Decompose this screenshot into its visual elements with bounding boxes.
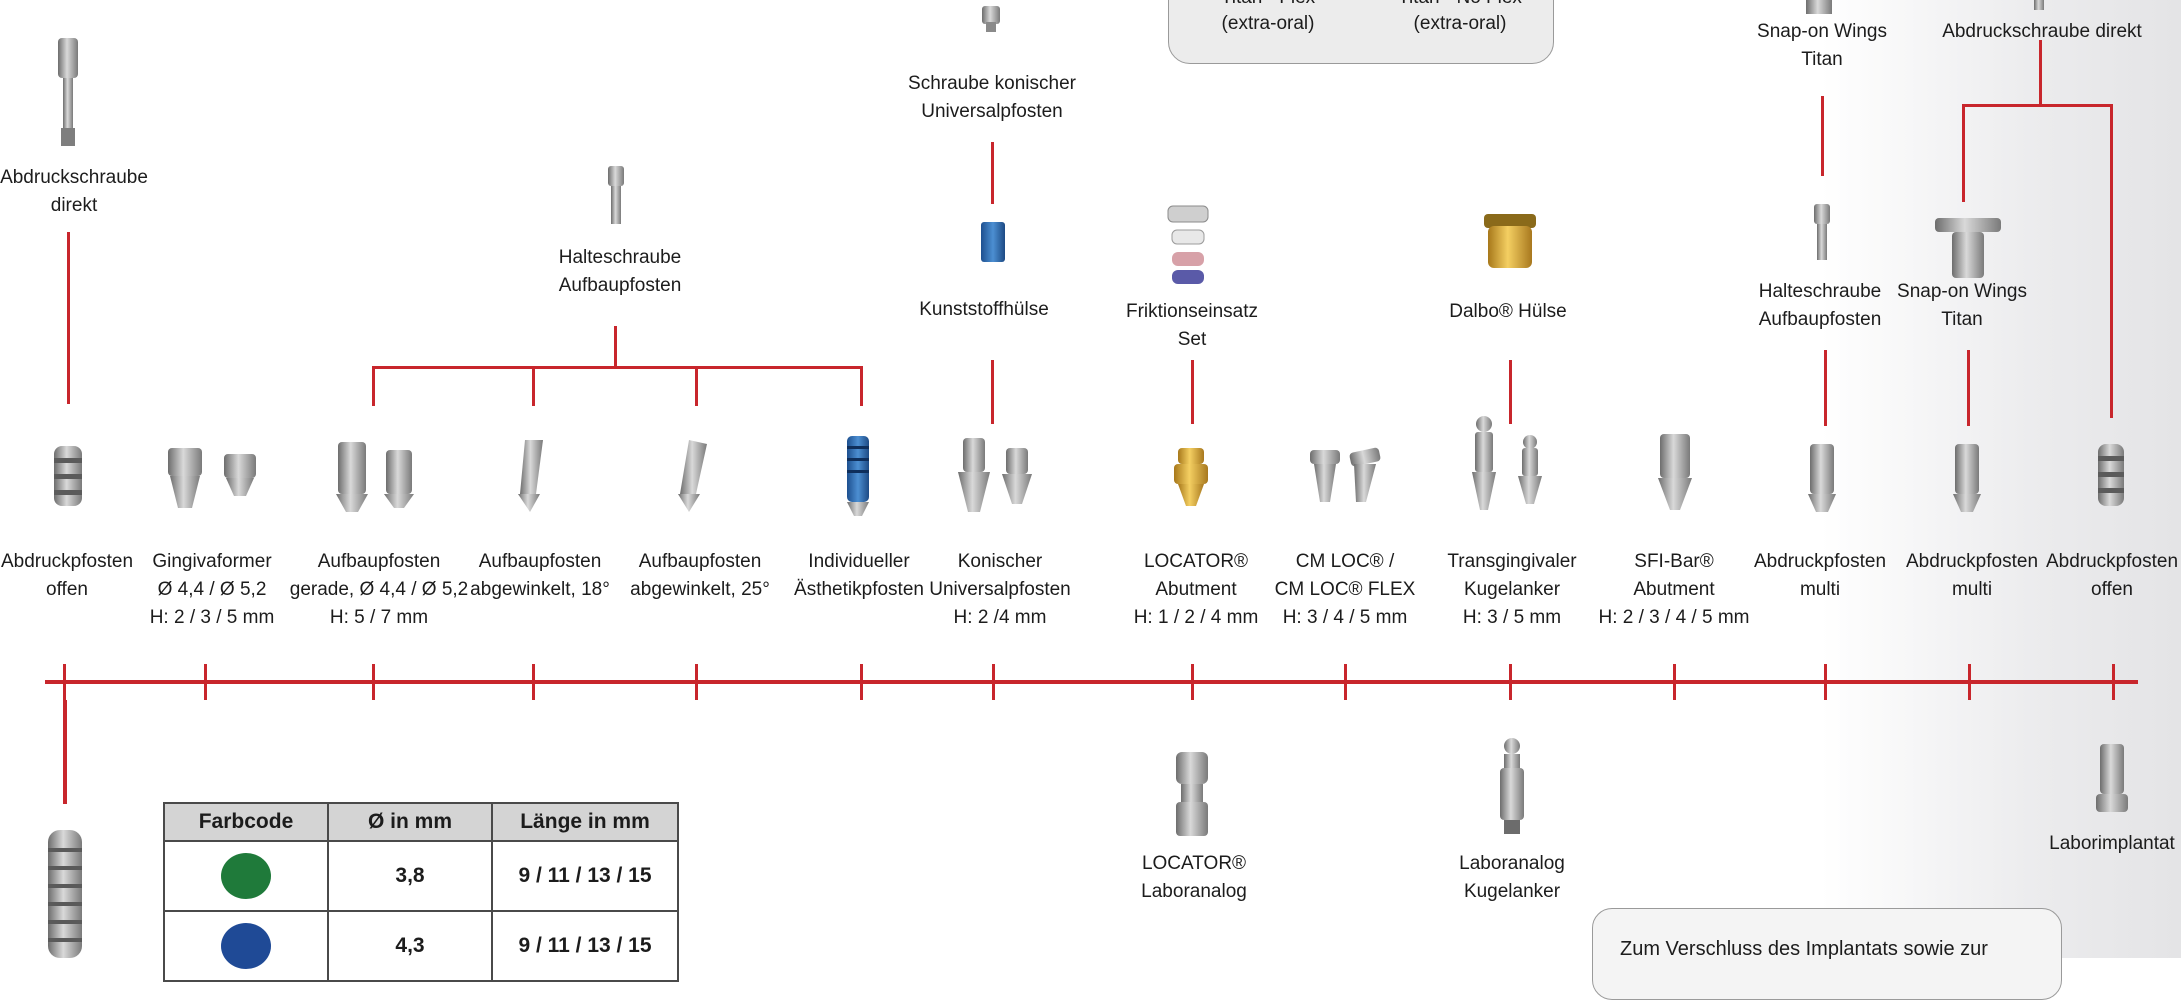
- connector-dalbo: [1509, 360, 1512, 424]
- diameter-cell: 4,3: [327, 910, 493, 982]
- box-right-line2: (extra-oral): [1413, 13, 1507, 34]
- abdruckschraube-direkt-top-label: Abdruckschraube direkt: [1942, 21, 2142, 42]
- top-extra-oral-box: [1168, 0, 1554, 64]
- locator-abutment-image: [1174, 448, 1208, 506]
- main-timeline: [45, 680, 2138, 684]
- cm-loc-image: [1310, 447, 1381, 502]
- halteschraube-image: [608, 166, 624, 224]
- connector-snap-top: [1821, 96, 1824, 176]
- box-left-line2: (extra-oral): [1221, 13, 1315, 34]
- box-right-line1: Titan - No Flex: [1398, 0, 1522, 12]
- kunststoffhuelse-label: Kunststoffhülse: [919, 299, 1049, 320]
- length-cell: 9 / 11 / 13 / 15: [491, 840, 679, 912]
- connector-schraube: [991, 142, 994, 204]
- sfi-bar-image: [1658, 434, 1692, 510]
- connector-abdruck-direkt-h: [1962, 104, 2112, 107]
- table-header-row: Farbcode Ø in mm Länge in mm: [163, 802, 679, 842]
- connector-friktion: [1191, 360, 1194, 424]
- connector-abdruck-direkt-v: [2039, 40, 2042, 106]
- abdruckpfosten-offen-image: [54, 446, 82, 506]
- gingivaformer-image: [168, 448, 256, 508]
- locator-laboranalog-image: [1176, 752, 1208, 836]
- farbcode-table: Farbcode Ø in mm Länge in mm 3,8 9 / 11 …: [163, 802, 679, 982]
- abdruckschraube-left-image: [58, 38, 78, 146]
- abdruckpfosten-multi-2-image: [1953, 444, 1981, 512]
- color-swatch-green: [221, 853, 271, 899]
- dalbo-label: Dalbo® Hülse: [1449, 301, 1567, 322]
- implant-connector: [63, 700, 67, 804]
- abdruckpfosten-multi-1-image: [1808, 444, 1836, 512]
- aufbaupfosten-25-image: [678, 440, 707, 512]
- connector-kunststoff: [991, 360, 994, 424]
- aufbaupfosten-gerade-image: [336, 442, 414, 512]
- friktionseinsatz-image: [1167, 205, 1209, 284]
- note-text: Zum Verschluss des Implantats sowie zur: [1620, 938, 1988, 960]
- color-swatch-blue: [221, 923, 271, 969]
- halteschraube-r-image: [1814, 204, 1830, 260]
- snap-on-top-image: [1806, 0, 1832, 14]
- schraube-konisch-image: [982, 6, 1000, 32]
- kugelanker-laboranalog-image: [1500, 738, 1524, 834]
- color-swatch-cell: [163, 840, 329, 912]
- kunststoffhuelse-image: [981, 222, 1005, 262]
- table-row: 4,3 9 / 11 / 13 / 15: [163, 910, 679, 982]
- locator-laboranalog-label: LOCATOR®Laboranalog: [1141, 853, 1247, 902]
- length-cell: 9 / 11 / 13 / 15: [491, 910, 679, 982]
- konischer-universalpfosten-image: [958, 438, 1032, 512]
- color-swatch-cell: [163, 910, 329, 982]
- transgingival-kugelanker-image: [1472, 416, 1542, 510]
- connector-abdruckschraube: [67, 232, 70, 404]
- dalbo-image: [1484, 214, 1536, 268]
- table-row: 3,8 9 / 11 / 13 / 15: [163, 840, 679, 912]
- connector-halteschraube-r: [1824, 350, 1827, 426]
- laborimplantat-label: Laborimplantat: [2049, 833, 2175, 854]
- connector-halteschraube-v: [614, 326, 617, 368]
- abdruckschraube-top-image: [2034, 0, 2044, 10]
- table-header: Länge in mm: [491, 802, 679, 842]
- connector-halteschraube-h: [372, 366, 863, 369]
- snap-on-r-image: [1935, 218, 2001, 278]
- table-header: Farbcode: [163, 802, 329, 842]
- timeline-ticks: [63, 664, 2115, 700]
- table-header: Ø in mm: [327, 802, 493, 842]
- box-left-line1: Titan - Flex: [1221, 0, 1315, 12]
- implant-image: [48, 830, 82, 958]
- aufbaupfosten-18-image: [518, 440, 543, 512]
- diagram-graphics: [45, 0, 2138, 958]
- abdruckpfosten-offen-r-image: [2098, 444, 2124, 506]
- diameter-cell: 3,8: [327, 840, 493, 912]
- laborimplantat-image: [2096, 744, 2128, 812]
- connector-snap-r: [1967, 350, 1970, 426]
- aesthetikpfosten-image: [847, 436, 869, 516]
